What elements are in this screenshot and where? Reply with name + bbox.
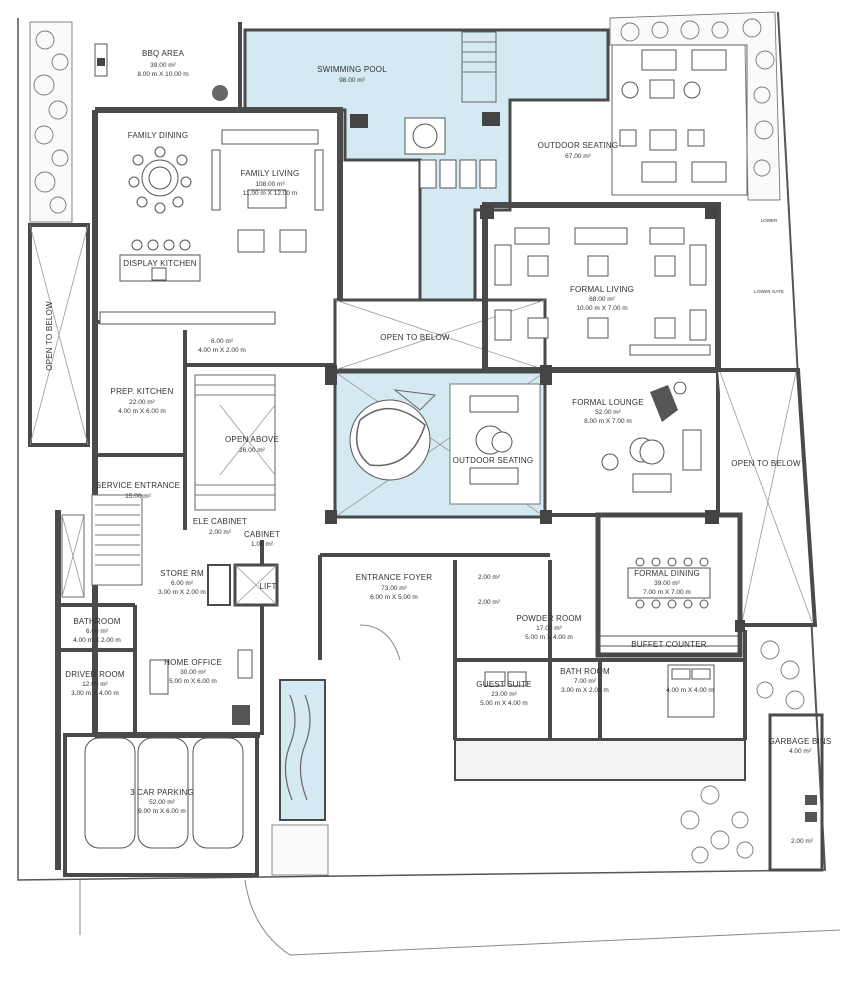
label-open-below-left: OPEN TO BELOW — [45, 301, 54, 371]
svg-text:5.00 m X 4.00 m: 5.00 m X 4.00 m — [480, 700, 528, 707]
terrace — [454, 739, 746, 781]
svg-text:30.00 m²: 30.00 m² — [180, 669, 206, 676]
svg-text:3.00 m X 4.00 m: 3.00 m X 4.00 m — [71, 690, 119, 697]
label-outdoor-seating-court: OUTDOOR SEATING — [453, 456, 534, 465]
svg-text:67.00 m²: 67.00 m² — [565, 153, 591, 160]
label-wc1: 2.00 m² — [478, 574, 501, 581]
svg-text:23.00 m²: 23.00 m² — [491, 691, 517, 698]
garage — [63, 733, 259, 877]
label-service-entrance: SERVICE ENTRANCE — [96, 481, 180, 490]
svg-text:4.00 m X 2.00 m: 4.00 m X 2.00 m — [198, 347, 246, 354]
family-furniture — [99, 129, 324, 325]
label-car-parking: 3 CAR PARKING — [130, 788, 194, 797]
home-office-furniture — [149, 649, 253, 725]
outdoor-seating-top — [611, 44, 748, 196]
svg-text:52.00 m²: 52.00 m² — [149, 799, 175, 806]
svg-text:6.00 m²: 6.00 m² — [171, 580, 194, 587]
garbage-bins — [768, 713, 824, 872]
bbq-area — [94, 43, 228, 101]
svg-text:3.00 m X 2.00 m: 3.00 m X 2.00 m — [561, 687, 609, 694]
label-buffet: BUFFET COUNTER — [631, 640, 707, 649]
svg-text:9.00 m X 6.00 m: 9.00 m X 6.00 m — [138, 808, 186, 815]
label-bathroom-left: BATHROOM — [73, 617, 120, 626]
svg-text:73.00 m²: 73.00 m² — [381, 585, 407, 592]
svg-text:4.00 m X 6.00 m: 4.00 m X 6.00 m — [118, 408, 166, 415]
label-outdoor-seating-top: OUTDOOR SEATING — [538, 141, 619, 150]
svg-text:4.00 m X 2.00 m: 4.00 m X 2.00 m — [73, 637, 121, 644]
label-ele-cabinet: ELE CABINET — [193, 517, 247, 526]
lounge-furniture — [349, 381, 702, 505]
svg-text:26.00 m²: 26.00 m² — [239, 447, 265, 454]
walls — [28, 22, 818, 870]
label-powder-room: POWDER ROOM — [516, 614, 581, 623]
guest-bed — [484, 664, 715, 718]
svg-text:17.00 m²: 17.00 m² — [536, 625, 562, 632]
label-entrance-foyer: ENTRANCE FOYER — [356, 573, 433, 582]
label-lower: LOWER — [761, 218, 778, 223]
label-pool: SWIMMING POOL — [317, 65, 387, 74]
planting-left — [29, 21, 73, 223]
label-open-above: OPEN ABOVE — [225, 435, 279, 444]
label-formal-dining: FORMAL DINING — [634, 569, 700, 578]
label-cabinet: CABINET — [244, 530, 280, 539]
label-wc2: 2.00 m² — [478, 599, 501, 606]
label-lift: LIFT — [259, 582, 276, 591]
svg-text:6.00 m²: 6.00 m² — [86, 628, 109, 635]
svg-text:22.00 m²: 22.00 m² — [129, 399, 155, 406]
svg-text:5.00 m X 6.00 m: 5.00 m X 6.00 m — [169, 678, 217, 685]
lift — [207, 563, 279, 607]
svg-text:7.00 m X 7.00 m: 7.00 m X 7.00 m — [643, 589, 691, 596]
foyer-door — [359, 624, 401, 661]
swimming-pool — [243, 28, 610, 302]
formal-dining-table — [599, 557, 739, 647]
svg-text:8.00 m X 7.00 m: 8.00 m X 7.00 m — [584, 418, 632, 425]
label-display-kitchen: DISPLAY KITCHEN — [123, 259, 196, 268]
label-bbq: BBQ AREA — [142, 49, 185, 58]
label-store: STORE RM — [160, 569, 204, 578]
label-family-dining: FAMILY DINING — [128, 131, 189, 140]
label-home-office: HOME OFFICE — [164, 658, 222, 667]
label-guest-bed: 4.00 m X 4.00 m — [666, 687, 714, 694]
entry-water-feature — [271, 679, 329, 876]
svg-text:6.00 m X 5.00 m: 6.00 m X 5.00 m — [370, 594, 418, 601]
label-formal-lounge: FORMAL LOUNGE — [572, 398, 644, 407]
label-driver-room: DRIVER ROOM — [65, 670, 125, 679]
svg-text:2.00 m²: 2.00 m² — [209, 529, 232, 536]
label-open-below-right: OPEN TO BELOW — [731, 459, 801, 468]
planting-top-right — [609, 11, 781, 201]
svg-text:8.00 m X 10.00 m: 8.00 m X 10.00 m — [137, 71, 188, 78]
label-prep-kitchen: PREP. KITCHEN — [111, 387, 174, 396]
label-guest-suite: GUEST SUITE — [476, 680, 531, 689]
svg-text:11.00 m X 12.00 m: 11.00 m X 12.00 m — [243, 190, 297, 197]
svg-text:108.00 m²: 108.00 m² — [255, 181, 285, 188]
svg-text:1.00 m²: 1.00 m² — [251, 541, 274, 548]
label-garbage: GARBAGE BINS — [769, 737, 832, 746]
stairs — [61, 374, 276, 598]
svg-text:39.00 m²: 39.00 m² — [150, 62, 176, 69]
label-bathroom-guest: BATH ROOM — [560, 667, 610, 676]
svg-text:68.00 m²: 68.00 m² — [589, 296, 615, 303]
svg-text:52.00 m²: 52.00 m² — [595, 409, 621, 416]
svg-text:7.00 m²: 7.00 m² — [574, 678, 597, 685]
svg-text:5.00 m X 4.00 m: 5.00 m X 4.00 m — [525, 634, 573, 641]
svg-text:12.00 m²: 12.00 m² — [82, 681, 108, 688]
svg-text:15.00 m²: 15.00 m² — [125, 493, 151, 500]
svg-text:3.00 m X 2.00 m: 3.00 m X 2.00 m — [158, 589, 206, 596]
label-open-below-mid: OPEN TO BELOW — [380, 333, 450, 342]
label-formal-living: FORMAL LIVING — [570, 285, 634, 294]
svg-text:98.00 m²: 98.00 m² — [339, 77, 365, 84]
formal-living-furniture — [494, 227, 711, 356]
label-small-bottom-right: 2.00 m² — [791, 838, 814, 845]
label-small-room: 6.00 m² — [211, 338, 234, 345]
svg-text:39.00 m²: 39.00 m² — [654, 580, 680, 587]
svg-text:4.00 m²: 4.00 m² — [789, 748, 812, 755]
svg-text:10.00 m X 7.00 m: 10.00 m X 7.00 m — [576, 305, 627, 312]
label-family-living: FAMILY LIVING — [241, 169, 300, 178]
label-lower-gate: LOWER GATE — [754, 289, 784, 294]
room-labels: BBQ AREA 39.00 m² 8.00 m X 10.00 m SWIMM… — [45, 49, 831, 845]
